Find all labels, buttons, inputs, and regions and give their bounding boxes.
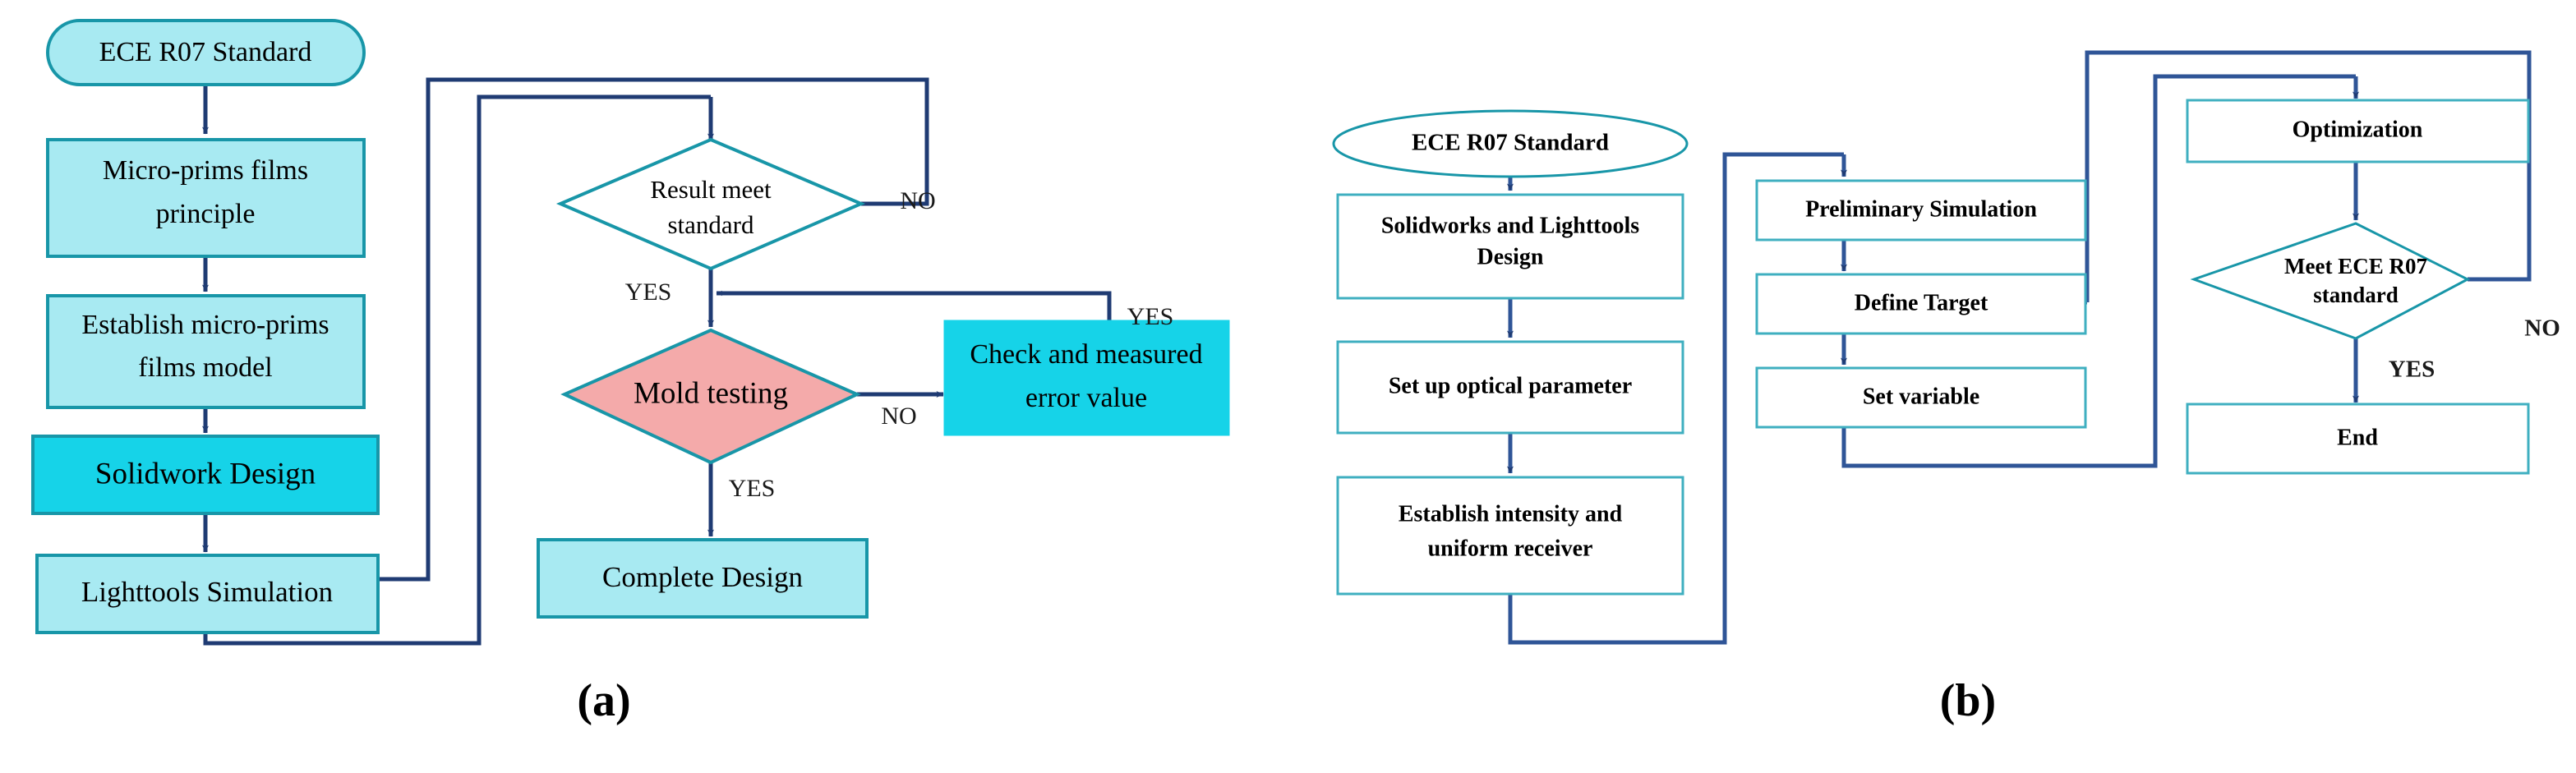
node-b-target[interactable]: Define Target bbox=[1755, 273, 2087, 335]
node-b-optical[interactable]: Set up optical parameter bbox=[1336, 340, 1684, 435]
node-a-model-line1: Establish micro-prims bbox=[81, 310, 329, 340]
node-b-start[interactable]: ECE R07 Standard bbox=[1332, 109, 1689, 178]
node-b-intensity-shape bbox=[1336, 476, 1684, 596]
node-b-design-line1: Solidworks and Lighttools bbox=[1381, 213, 1639, 238]
node-a-principle[interactable]: Micro-prims films principle bbox=[46, 138, 366, 258]
node-b-meet-decision-shape bbox=[2190, 222, 2471, 340]
node-b-optical-shape bbox=[1336, 340, 1684, 435]
node-b-design[interactable]: Solidworks and Lighttools Design bbox=[1336, 193, 1684, 300]
node-a-model-shape bbox=[46, 294, 366, 409]
node-a-start-label: ECE R07 Standard bbox=[99, 37, 312, 67]
node-b-variable-shape bbox=[1755, 366, 2087, 429]
node-b-end-shape bbox=[2186, 403, 2530, 475]
node-b-prelim-shape bbox=[1755, 179, 2087, 242]
node-a-mold-decision-shape bbox=[560, 328, 861, 465]
panel-b-connectors bbox=[1507, 50, 2532, 645]
node-a-check-error[interactable]: Check and measured error value bbox=[943, 320, 1230, 436]
edge-b-intensity-to-prelim-route bbox=[1508, 152, 1844, 645]
node-b-end[interactable]: End bbox=[2186, 403, 2530, 475]
node-b-optimization[interactable]: Optimization bbox=[2186, 99, 2530, 163]
node-b-start-label: ECE R07 Standard bbox=[1412, 130, 1609, 156]
node-a-check-error-line2: error value bbox=[1025, 383, 1147, 413]
edge-label-a-mold-no: NO bbox=[881, 403, 916, 430]
node-b-end-label: End bbox=[2337, 425, 2378, 450]
edge-label-b-meet-no: NO bbox=[2524, 315, 2560, 342]
node-a-result-decision[interactable]: Result meet standard bbox=[555, 137, 866, 271]
node-a-check-error-shape bbox=[943, 320, 1230, 436]
node-b-intensity-line1: Establish intensity and bbox=[1399, 501, 1623, 527]
edge-label-a-result-no: NO bbox=[900, 187, 935, 214]
edge-result-no-feedback bbox=[280, 77, 929, 582]
node-a-result-decision-shape bbox=[555, 137, 866, 271]
edge-label-a-result-yes: YES bbox=[625, 278, 672, 306]
node-a-model-line2: films model bbox=[138, 352, 272, 383]
node-a-solidwork[interactable]: Solidwork Design bbox=[31, 435, 380, 515]
node-a-complete-label: Complete Design bbox=[602, 561, 803, 593]
node-b-prelim[interactable]: Preliminary Simulation bbox=[1755, 179, 2087, 242]
node-a-complete[interactable]: Complete Design bbox=[537, 538, 869, 619]
node-b-meet-decision[interactable]: Meet ECE R07 standard bbox=[2190, 222, 2471, 340]
node-a-result-decision-line1: Result meet bbox=[650, 175, 772, 204]
node-b-design-line2: Design bbox=[1477, 244, 1544, 269]
node-b-intensity[interactable]: Establish intensity and uniform receiver bbox=[1336, 476, 1684, 596]
node-a-mold-decision-label: Mold testing bbox=[634, 376, 788, 410]
node-a-lighttools[interactable]: Lighttools Simulation bbox=[35, 554, 380, 634]
node-a-solidwork-shape bbox=[31, 435, 380, 515]
node-b-meet-decision-line1: Meet ECE R07 bbox=[2284, 254, 2427, 278]
node-b-meet-decision-line2: standard bbox=[2313, 283, 2399, 307]
edge-b-meet-no-route bbox=[2085, 50, 2532, 302]
node-b-design-shape bbox=[1336, 193, 1684, 300]
node-b-optimization-label: Optimization bbox=[2293, 117, 2423, 142]
panel-b-caption: (b) bbox=[1940, 675, 1996, 726]
node-a-principle-line1: Micro-prims films bbox=[103, 155, 308, 186]
node-a-lighttools-label: Lighttools Simulation bbox=[81, 576, 333, 608]
edge-b-variable-to-optimization-route bbox=[1841, 74, 2356, 468]
node-a-lighttools-shape bbox=[35, 554, 380, 634]
node-a-principle-shape bbox=[46, 138, 366, 258]
node-b-optimization-shape bbox=[2186, 99, 2530, 163]
node-a-complete-shape bbox=[537, 538, 869, 619]
node-a-model[interactable]: Establish micro-prims films model bbox=[46, 294, 366, 409]
edge-label-a-check-yes: YES bbox=[1127, 303, 1174, 330]
node-b-target-shape bbox=[1755, 273, 2087, 335]
edge-label-a-mold-yes: YES bbox=[729, 475, 776, 502]
node-b-prelim-label: Preliminary Simulation bbox=[1805, 196, 2037, 222]
node-b-optical-label: Set up optical parameter bbox=[1389, 373, 1632, 398]
node-b-intensity-line2: uniform receiver bbox=[1428, 536, 1593, 561]
node-a-start[interactable]: ECE R07 Standard bbox=[46, 19, 366, 86]
node-a-solidwork-label: Solidwork Design bbox=[95, 457, 316, 490]
node-a-principle-line2: principle bbox=[156, 199, 256, 229]
panel-a-caption: (a) bbox=[577, 675, 630, 726]
node-a-mold-decision[interactable]: Mold testing bbox=[560, 328, 861, 465]
node-b-target-label: Define Target bbox=[1855, 290, 1988, 315]
edge-check-yes-return bbox=[723, 291, 1112, 321]
node-b-variable[interactable]: Set variable bbox=[1755, 366, 2087, 429]
node-b-start-shape bbox=[1332, 109, 1689, 178]
node-a-result-decision-line2: standard bbox=[667, 210, 754, 239]
node-a-check-error-line1: Check and measured bbox=[970, 339, 1202, 370]
node-a-start-shape bbox=[46, 19, 366, 86]
edge-label-b-meet-yes: YES bbox=[2389, 357, 2435, 383]
node-b-variable-label: Set variable bbox=[1863, 384, 1979, 409]
